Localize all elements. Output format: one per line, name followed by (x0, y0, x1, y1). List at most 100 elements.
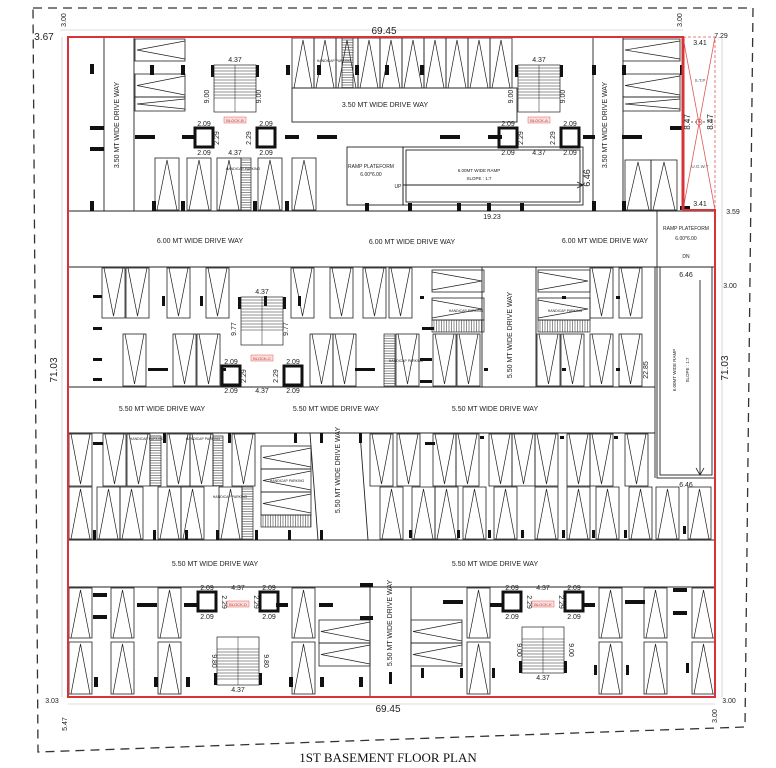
hatch-strip (240, 157, 252, 211)
column (420, 296, 424, 299)
parking-stall (102, 433, 127, 487)
lift-width-dim: 2.09 (200, 585, 214, 592)
lift-width-dim: 2.09 (197, 121, 211, 128)
parking-stall (624, 159, 652, 211)
stp-label: S.T.P (695, 78, 706, 83)
lift-depth-dim: 2.29 (525, 595, 532, 609)
column (222, 368, 226, 371)
column (622, 65, 626, 75)
lift-depth-dim: 2.29 (214, 131, 221, 145)
column (440, 135, 460, 139)
column (616, 368, 620, 371)
dimension-label: 6.46 (679, 482, 693, 489)
column (594, 665, 597, 675)
stair-length-dim: 9.00 (508, 90, 515, 104)
column (150, 65, 154, 75)
column (409, 530, 412, 538)
dimension-label: 8.47 (683, 114, 692, 130)
dimension-label: 7.29 (714, 33, 728, 40)
parking-stall (68, 486, 93, 540)
parking-stall (445, 37, 469, 89)
stair-width-dim: 4.37 (255, 289, 269, 296)
dimension-label: 3.00 (712, 709, 719, 723)
ramp-dn-label: DN (682, 254, 690, 260)
column (320, 677, 324, 687)
stair-width-dim: 4.37 (228, 57, 242, 64)
parking-stall (534, 486, 559, 540)
parking-stall (291, 157, 317, 211)
stair-length-dim: 9.00 (567, 643, 574, 657)
parking-stall (257, 157, 283, 211)
parking-stall (166, 433, 191, 487)
column (521, 530, 524, 538)
lift-width-dim: 2.09 (501, 150, 515, 157)
parking-stall (537, 269, 591, 293)
column (255, 530, 258, 540)
parking-stall (410, 642, 463, 667)
parking-stall (466, 587, 491, 639)
column (490, 603, 503, 607)
column (460, 668, 463, 678)
parking-stall (598, 641, 623, 695)
handicap-access-hatches (149, 37, 591, 540)
column (365, 203, 369, 211)
lift-width-dim: 2.09 (259, 150, 273, 157)
parking-stall (687, 486, 712, 540)
parking-stall (313, 37, 337, 89)
column (152, 201, 156, 211)
parking-stall (455, 433, 480, 487)
column (488, 530, 491, 538)
parking-stall (622, 38, 681, 62)
ramp-platform-size: 6.00*6.00 (360, 172, 382, 178)
lift (497, 126, 519, 149)
parking-stall (456, 333, 481, 387)
column (616, 296, 620, 299)
column (137, 603, 157, 607)
parking-stall (309, 333, 334, 387)
parking-stall (369, 433, 394, 487)
parking-stall (110, 641, 135, 695)
handicap-label: HANDICAP PARKING (186, 437, 221, 441)
parking-stall (395, 333, 420, 387)
column (626, 665, 629, 675)
column (425, 442, 435, 445)
column (355, 368, 375, 371)
stair-length-dim: 9.00 (560, 90, 567, 104)
stair-core (193, 64, 277, 149)
column (317, 135, 337, 139)
parking-stall (462, 486, 487, 540)
ramp-platform-label: RAMP PLATEFORM (348, 164, 394, 170)
hatch-strip (431, 319, 485, 333)
column (592, 530, 595, 538)
parking-stall (157, 641, 182, 695)
parking-stall (511, 433, 536, 487)
parking-stall (157, 486, 182, 540)
stair-width-dim: 4.37 (536, 675, 550, 682)
column (298, 296, 301, 306)
stair-cores (193, 64, 585, 686)
dimension-label: 6.46 (582, 169, 592, 187)
parking-stall (643, 587, 668, 639)
parking-stall (655, 486, 680, 540)
column (488, 135, 502, 139)
lift-width-dim: 2.09 (197, 150, 211, 157)
column (562, 296, 566, 299)
column (288, 530, 291, 540)
lift-depth-dim: 2.29 (252, 595, 259, 609)
lift (501, 590, 523, 613)
lift-depth-dim: 2.29 (246, 131, 253, 145)
parking-stall (101, 267, 126, 319)
column (686, 663, 689, 673)
lift-width-dim: 2.09 (224, 388, 238, 395)
stair-length-dim: 9.00 (256, 90, 263, 104)
dimension-label: 3.03 (45, 698, 59, 705)
dimension-label: 22.85 (643, 361, 650, 379)
column (492, 668, 495, 678)
column (622, 135, 642, 139)
column (90, 64, 94, 74)
dimension-label: 8.47 (706, 114, 715, 130)
lift-width-dim: 2.09 (259, 121, 273, 128)
parking-stall (126, 433, 151, 487)
parking-stall (260, 491, 312, 516)
dimension-label: 3.00 (61, 13, 68, 27)
